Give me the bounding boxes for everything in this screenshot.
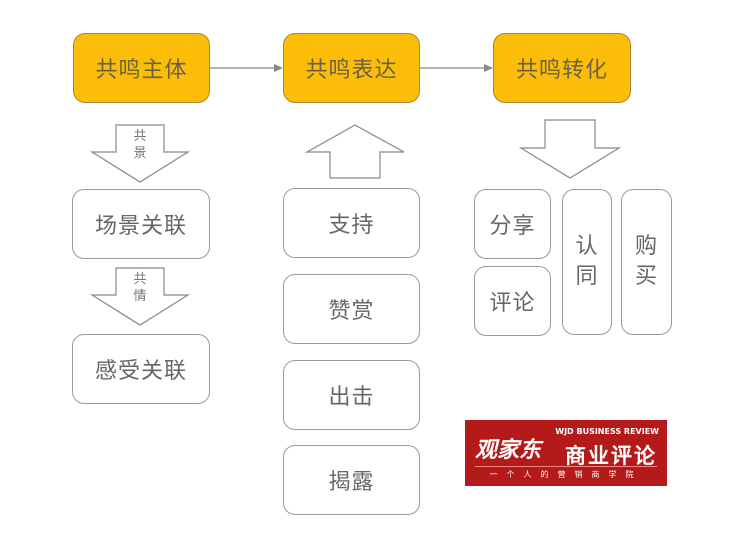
wjd-business-review-logo: 观家东 WJD BUSINESS REVIEW 商业评论 一个人的营销商学院 — [465, 420, 667, 486]
up-arrow-expression — [304, 124, 405, 179]
node-buy: 购买 — [621, 189, 672, 335]
node-reward: 赞赏 — [283, 274, 420, 344]
arrow-label: 共 — [133, 272, 147, 287]
logo-english: WJD BUSINESS REVIEW — [555, 427, 659, 436]
down-arrow-emotion — [89, 267, 191, 326]
node-resonance-conversion: 共鸣转化 — [493, 33, 631, 103]
node-comment: 评论 — [474, 266, 551, 336]
arrow-label: 景 — [133, 146, 147, 161]
node-expose: 揭露 — [283, 445, 420, 515]
down-arrow-conversion — [518, 119, 622, 179]
arrow-label: 共 — [133, 129, 147, 144]
node-feeling-link: 感受关联 — [72, 334, 210, 404]
node-support: 支持 — [283, 188, 420, 258]
arrow-right-2 — [420, 64, 493, 72]
arrow-right-1 — [209, 64, 283, 72]
logo-calligraphy: 观家东 — [475, 437, 542, 463]
down-arrow-scene — [89, 124, 191, 183]
logo-divider — [475, 466, 657, 467]
node-approve: 认同 — [562, 189, 612, 335]
node-strike: 出击 — [283, 360, 420, 430]
logo-name: 商业评论 — [565, 444, 657, 468]
node-share: 分享 — [474, 189, 551, 259]
arrow-label: 情 — [133, 289, 147, 304]
node-resonance-expression: 共鸣表达 — [283, 33, 420, 103]
node-scene-link: 场景关联 — [72, 189, 210, 259]
logo-slogan: 一个人的营销商学院 — [489, 470, 643, 479]
node-resonance-subject: 共鸣主体 — [73, 33, 210, 103]
